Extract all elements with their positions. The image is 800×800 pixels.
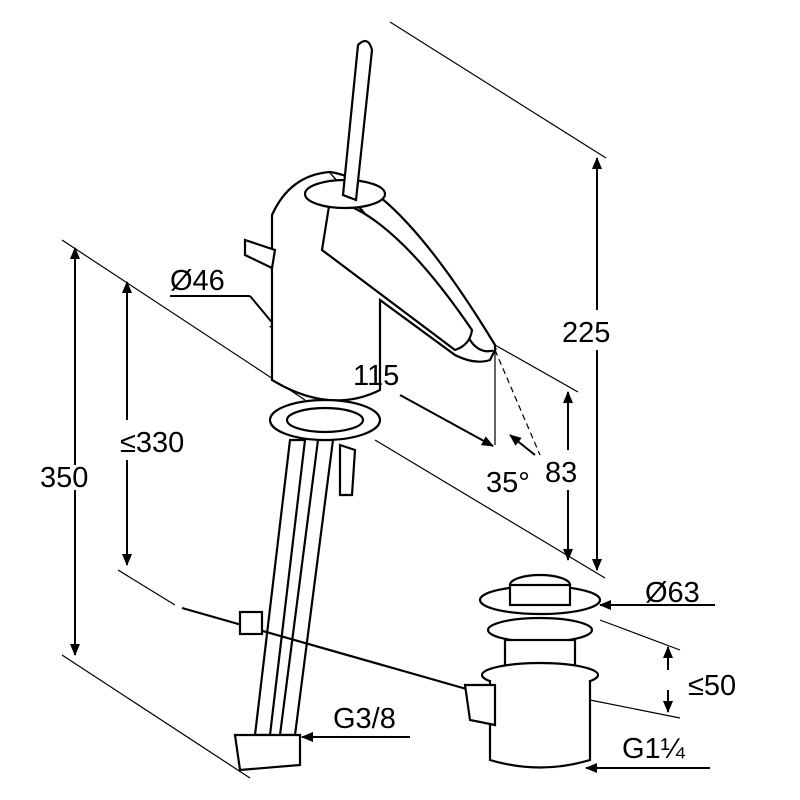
label-max-length: ≤330 xyxy=(120,427,184,459)
label-spout-height: 83 xyxy=(545,457,577,489)
waste-valve xyxy=(463,573,602,769)
label-spout-angle: 35° xyxy=(486,467,530,499)
label-body-diameter: Ø46 xyxy=(170,265,225,297)
label-spout-reach: 115 xyxy=(353,360,399,392)
label-overall-length: 350 xyxy=(40,462,88,494)
label-total-height: 225 xyxy=(562,317,610,349)
label-waste-height: ≤50 xyxy=(688,670,736,702)
supply-hoses xyxy=(181,438,471,772)
extension-lines xyxy=(61,21,681,779)
label-waste-thread: G1¼ xyxy=(622,733,686,765)
label-waste-diameter: Ø63 xyxy=(645,577,700,609)
faucet-body xyxy=(243,39,498,497)
label-supply-thread: G3/8 xyxy=(333,703,396,735)
